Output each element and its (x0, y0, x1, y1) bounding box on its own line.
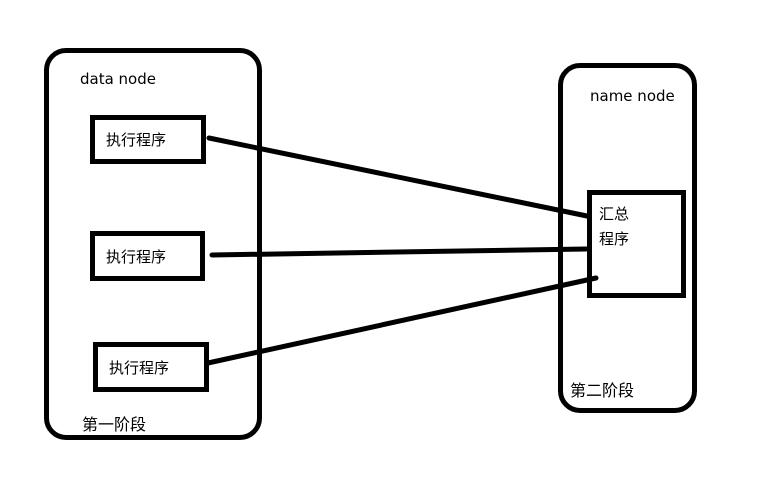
aggregator-box: 汇总 程序 (587, 190, 686, 298)
executor-box-3-label: 执行程序 (109, 358, 170, 377)
stage-1-label: 第一阶段 (82, 415, 147, 434)
connector-line-1 (206, 135, 590, 219)
aggregator-box-label-line1: 汇总 (599, 205, 630, 223)
data-node-title: data node (80, 70, 156, 88)
executor-box-2: 执行程序 (90, 231, 205, 281)
executor-box-1: 执行程序 (90, 115, 206, 164)
connector-line-2 (209, 246, 589, 258)
stage-2-label: 第二阶段 (570, 381, 635, 400)
executor-box-1-label: 执行程序 (106, 131, 167, 149)
name-node-group: name node 汇总 程序 第二阶段 (558, 63, 697, 413)
aggregator-box-label-line2: 程序 (599, 230, 630, 248)
executor-box-3: 执行程序 (93, 342, 209, 392)
executor-box-2-label: 执行程序 (106, 247, 167, 266)
name-node-title: name node (590, 87, 675, 105)
data-node-group: data node 执行程序 执行程序 执行程序 第一阶段 (44, 48, 262, 440)
connector-line-3 (205, 275, 599, 366)
